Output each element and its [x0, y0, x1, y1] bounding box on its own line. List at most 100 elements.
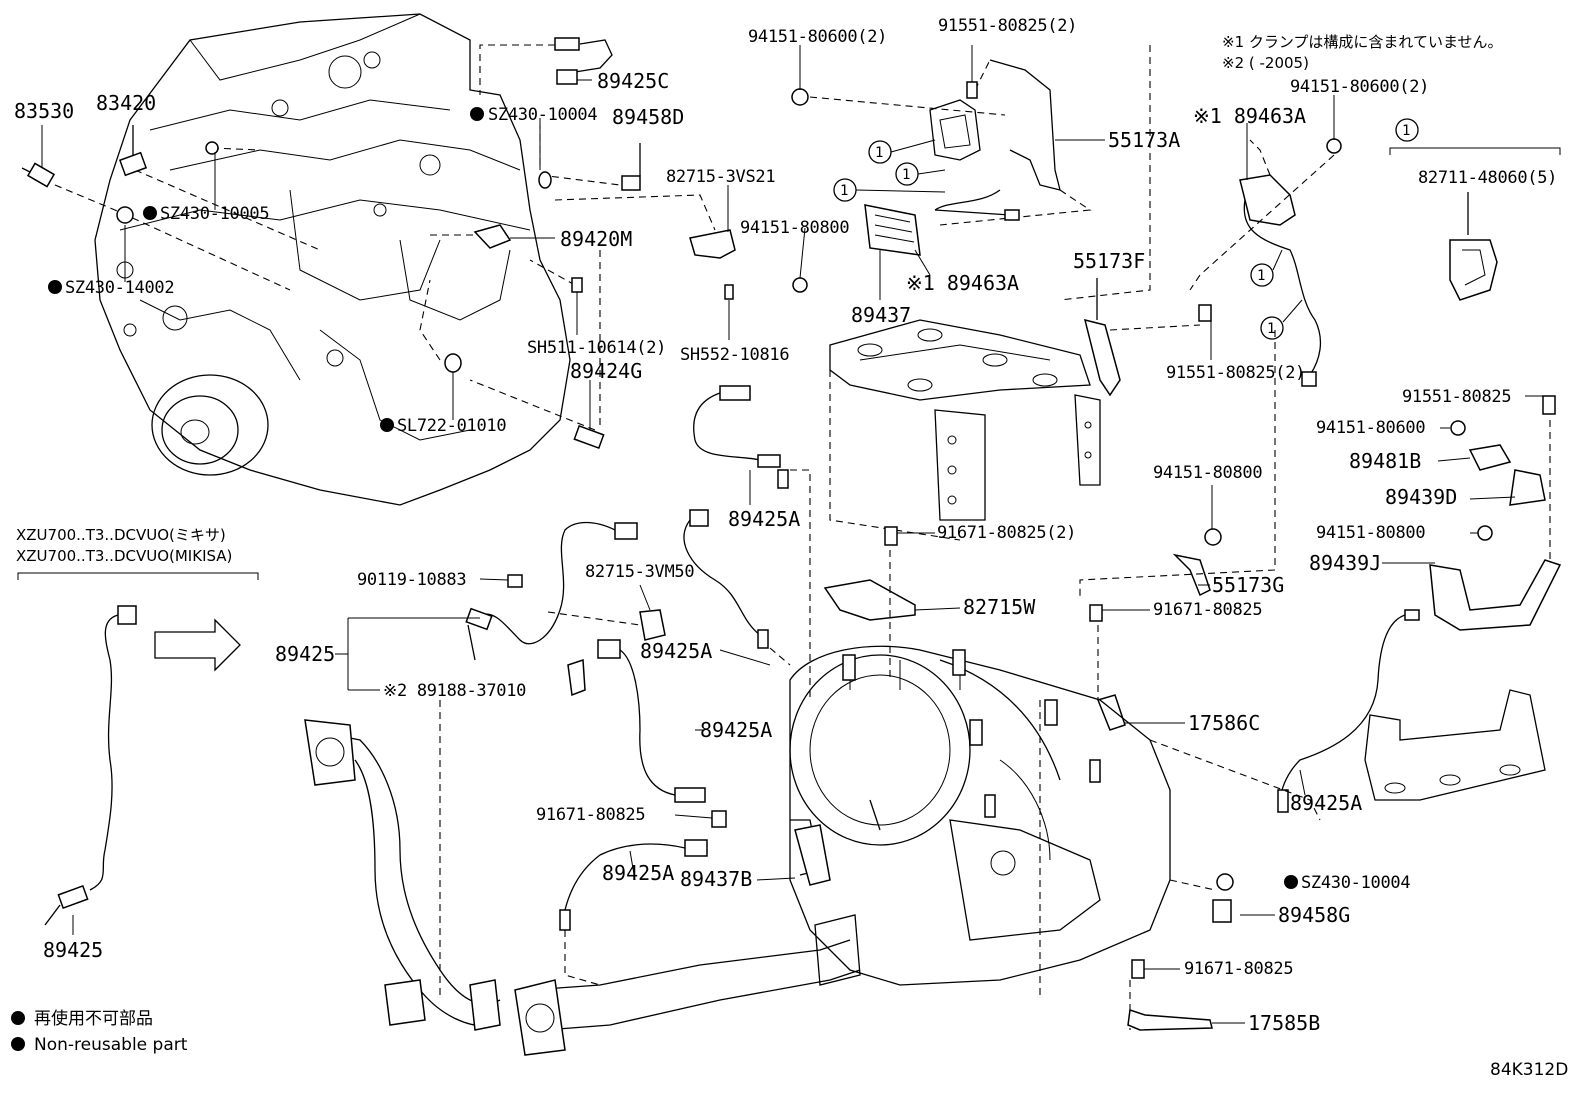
svg-text:1: 1	[1257, 268, 1265, 284]
label-91671-80825-c: 91671-80825	[1184, 959, 1293, 979]
label-83530: 83530	[14, 99, 74, 123]
label-89420M: 89420M	[560, 227, 632, 251]
legend-bullet-en	[11, 1037, 25, 1051]
label-94151-80800-b: 94151-80800	[1153, 463, 1262, 483]
engine-leader-lines	[54, 44, 716, 431]
sensor-89425A-center	[683, 509, 769, 649]
label-82715-3vs21: 82715-3VS21	[666, 167, 775, 187]
bolt-91671-80825-c	[1131, 959, 1145, 979]
label-89425-left: 89425	[43, 938, 103, 962]
gasket-sz430-10005	[205, 141, 219, 155]
label-89481B: 89481B	[1349, 449, 1421, 473]
exhaust-pipe	[304, 719, 861, 1056]
label-90119: 90119-10883	[357, 570, 466, 590]
callout-circle-1c: 1	[833, 178, 857, 202]
legend-text-en: Non-reusable part	[34, 1035, 188, 1055]
sensor-89481B	[1468, 444, 1512, 471]
label-89463A-lower: ※1 89463A	[906, 271, 1019, 295]
svg-text:1: 1	[1402, 123, 1410, 139]
nut-94151-80600-top	[791, 88, 809, 106]
bullet-sz430-10004-bottom	[1284, 875, 1298, 889]
label-89425A-1: 89425A	[728, 507, 800, 531]
callout-circle-1a: 1	[868, 140, 892, 164]
arrow-right	[154, 618, 241, 672]
label-89424G: 89424G	[570, 359, 642, 383]
nut-94151-80800-c	[1477, 525, 1493, 541]
sensor-89458G	[1212, 899, 1232, 923]
sensor-89425A-right	[1277, 609, 1420, 813]
sensor-89424G	[573, 425, 605, 449]
label-89439D: 89439D	[1385, 485, 1457, 509]
label-89425A-3: 89425A	[700, 718, 772, 742]
sensor-89425A-center-upper	[693, 385, 789, 489]
bolt-90119	[507, 574, 523, 588]
label-94151-80600: 94151-80600	[1316, 418, 1425, 438]
label-91551-80825-2a: 91551-80825(2)	[938, 16, 1077, 36]
label-sl722: SL722-01010	[397, 416, 506, 436]
sensor-89425A-center-lower	[597, 639, 706, 803]
note-2: ※2 ( -2005)	[1222, 54, 1309, 72]
label-94151-80800-a: 94151-80800	[740, 218, 849, 238]
nut-94151-80800-b	[1204, 528, 1222, 546]
bullet-sz430-10004-top	[470, 107, 484, 121]
bolt-91671-80825-2	[884, 526, 898, 546]
shield-89437B	[794, 824, 831, 886]
label-94151-80800-c: 94151-80800	[1316, 523, 1425, 543]
label-sz430-10004-top: SZ430-10004	[488, 105, 597, 125]
clamp-82711: 1	[1389, 118, 1561, 301]
legend-bullet-jp	[11, 1011, 25, 1025]
label-sz430-10004-bottom: SZ430-10004	[1301, 873, 1410, 893]
label-82715W: 82715W	[963, 595, 1036, 619]
clip-17585B	[1127, 1009, 1213, 1031]
sensor-83420	[118, 125, 148, 177]
bullet-sz430-14002	[48, 280, 62, 294]
variant-sensor-89425	[17, 572, 259, 926]
gasket-sz430-14002	[116, 206, 134, 224]
label-sh552: SH552-10816	[680, 345, 789, 365]
label-91671-80825-2: 91671-80825(2)	[937, 523, 1076, 543]
engine-block-illustration	[94, 13, 571, 506]
label-89458D: 89458D	[612, 105, 684, 129]
variant-label-en: XZU700..T3..DCVUO(MIKISA)	[16, 547, 232, 565]
callout-circle-1d: 1	[1250, 263, 1274, 287]
bracket-55173G	[1172, 553, 1211, 597]
label-82715-3vm50: 82715-3VM50	[585, 562, 694, 582]
label-83420: 83420	[96, 91, 156, 115]
sensor-83530	[21, 162, 56, 188]
label-sh511: SH511-10614(2)	[527, 338, 666, 358]
label-89425A-4: 89425A	[602, 861, 674, 885]
label-89463A-right: ※1 89463A	[1193, 104, 1306, 128]
label-55173A: 55173A	[1108, 128, 1180, 152]
gasket-sz430-10004-top	[538, 171, 552, 189]
label-89425C: 89425C	[597, 69, 669, 93]
bracket-89439D	[1509, 469, 1546, 506]
reference-code: 84K312D	[1490, 1060, 1568, 1080]
cover-89437	[864, 204, 921, 256]
bracket-89439J	[1429, 559, 1562, 631]
bullet-sz430-10005	[143, 206, 157, 220]
svg-text:1: 1	[1267, 321, 1275, 337]
bolt-sh511	[571, 277, 583, 293]
support-frame	[829, 319, 1101, 521]
bracket-82715-3vm50	[639, 609, 666, 641]
bracket-55173F	[1083, 318, 1121, 397]
label-91671-80825-b: 91671-80825	[536, 805, 645, 825]
gasket-sz430-10004-bottom	[1216, 873, 1234, 891]
sensor-89458D	[621, 143, 641, 191]
label-91671-80825-a: 91671-80825	[1153, 600, 1262, 620]
label-89437: 89437	[851, 303, 911, 327]
nut-94151-80600-right	[1326, 138, 1342, 154]
sensor-89463A-upper	[934, 189, 1020, 221]
label-94151-80600-2b: 94151-80600(2)	[1290, 77, 1429, 97]
label-55173F: 55173F	[1073, 249, 1145, 273]
variant-label-jp: XZU700..T3..DCVUO(ミキサ)	[16, 526, 226, 544]
label-94151-80600-2a: 94151-80600(2)	[748, 27, 887, 47]
label-89425A-right: 89425A	[1290, 791, 1362, 815]
label-89439J: 89439J	[1309, 551, 1381, 575]
label-17585B: 17585B	[1248, 1011, 1320, 1035]
bracket-55173A	[929, 59, 1061, 191]
label-leader-lines	[41, 45, 1550, 1024]
svg-text:1: 1	[902, 167, 910, 183]
sensor-89425A-bottom	[559, 839, 708, 931]
